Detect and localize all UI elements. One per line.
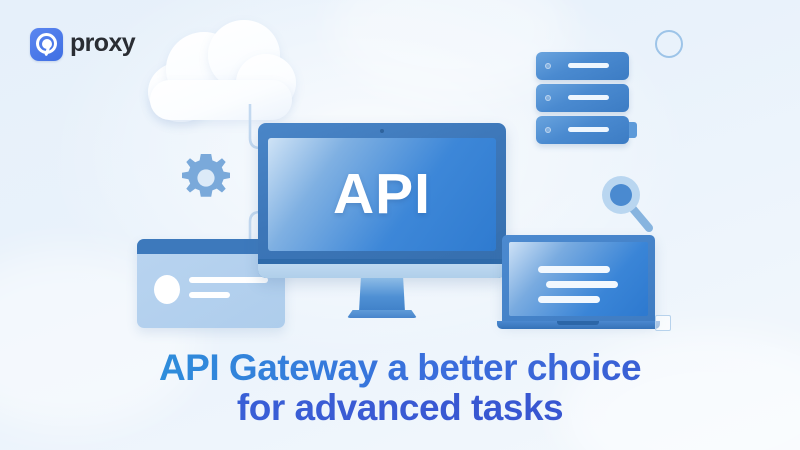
brand-logo[interactable]: proxy xyxy=(30,28,136,61)
server-slot-bar xyxy=(568,95,609,100)
brand-wordmark: proxy xyxy=(70,29,136,57)
magnifying-glass-icon xyxy=(602,176,653,232)
stand-neck xyxy=(359,278,405,312)
server-led-icon xyxy=(545,63,551,69)
placeholder-text-line xyxy=(189,292,230,298)
cloud-icon xyxy=(140,18,300,122)
browser-body xyxy=(137,254,285,328)
monitor-screen: API xyxy=(268,138,496,251)
monitor-chin-line xyxy=(258,259,506,264)
laptop-trackpad-notch xyxy=(557,321,599,325)
placeholder-text-line xyxy=(538,266,610,273)
background-blob xyxy=(330,0,570,100)
circle-outline-decoration xyxy=(655,30,683,58)
gear-icon xyxy=(182,154,230,197)
square-outline-decoration xyxy=(655,315,671,331)
page-title: API Gateway a better choice for advanced… xyxy=(0,348,800,427)
logo-dot-shape xyxy=(41,38,52,49)
laptop-device xyxy=(497,235,660,333)
cloud-base xyxy=(150,80,292,120)
desktop-monitor: API xyxy=(258,123,506,278)
proxy-logo-mark-icon xyxy=(30,28,63,61)
laptop-screen xyxy=(509,242,648,316)
laptop-lid xyxy=(502,235,655,323)
server-side-tab xyxy=(629,122,637,138)
server-slot-bar xyxy=(568,127,609,132)
monitor-stand xyxy=(347,278,417,320)
laptop-base xyxy=(497,321,660,329)
server-unit-icon xyxy=(536,84,629,112)
server-led-icon xyxy=(545,95,551,101)
server-unit-icon xyxy=(536,52,629,80)
stand-foot xyxy=(347,310,417,318)
avatar-circle-icon xyxy=(154,275,180,304)
server-slot-bar xyxy=(568,63,609,68)
monitor-screen-label: API xyxy=(332,162,432,226)
monitor-chin xyxy=(258,264,506,278)
camera-dot-icon xyxy=(380,129,384,133)
placeholder-text-line xyxy=(538,296,600,303)
server-unit-icon xyxy=(536,116,629,144)
headline-line-2: for advanced tasks xyxy=(0,387,800,428)
placeholder-text-line xyxy=(546,281,618,288)
placeholder-text-line xyxy=(189,277,268,283)
server-led-icon xyxy=(545,127,551,133)
server-stack xyxy=(536,52,637,146)
headline-line-1: API Gateway a better choice xyxy=(0,348,800,388)
